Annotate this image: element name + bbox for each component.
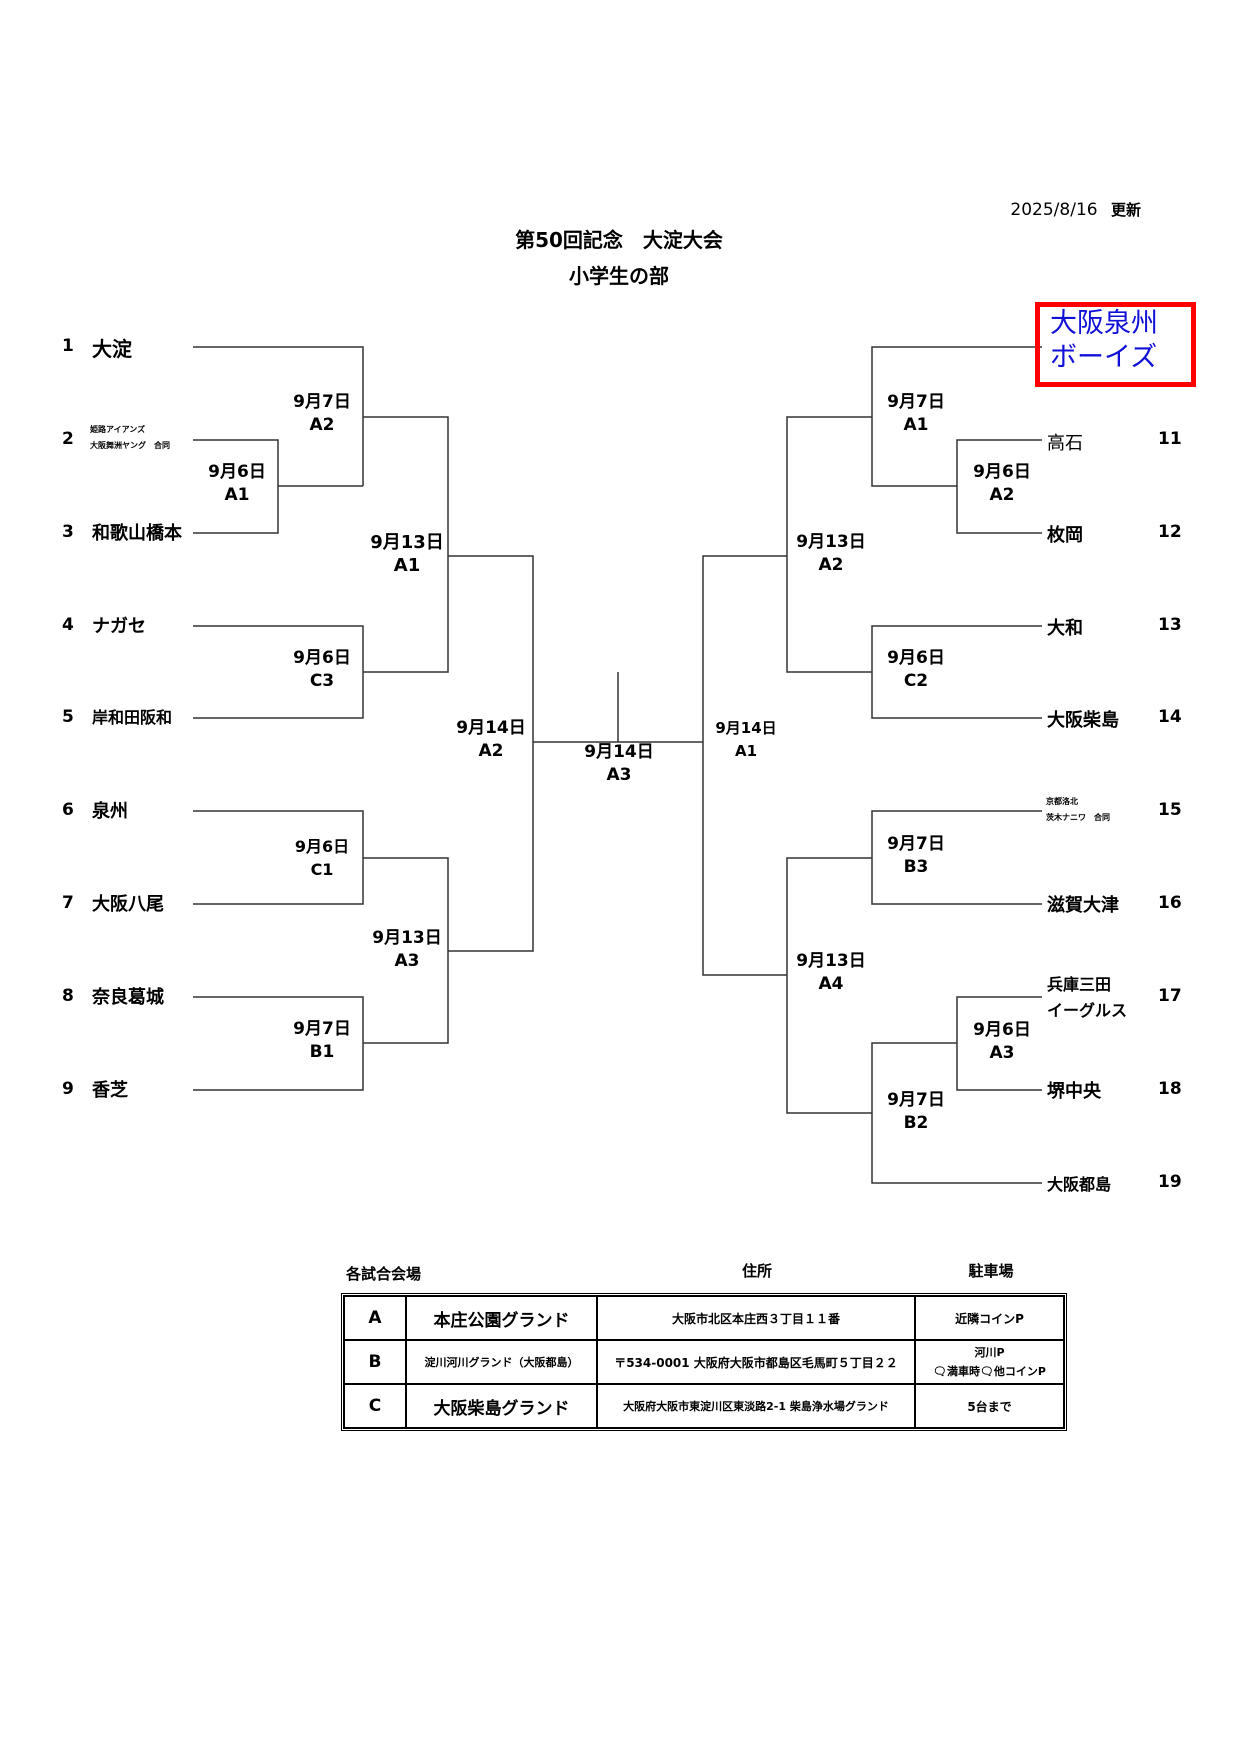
team-name: ナガセ (92, 616, 146, 637)
team-number: 18 (1158, 1079, 1182, 1099)
team-name: 滋賀大津 (1047, 895, 1119, 916)
venue-parking: 近隣コインP (915, 1296, 1064, 1340)
venue-name: 大阪柴島グランド (406, 1384, 597, 1428)
updated-label: 更新 (1110, 201, 1141, 219)
team-name-line1: 兵庫三田 (1047, 975, 1112, 994)
venue-address: 大阪府大阪市東淀川区東淡路2-1 柴島浄水場グランド (597, 1384, 915, 1428)
team-name: 枚岡 (1047, 525, 1083, 546)
team-number: 4 (62, 615, 74, 635)
team-name: 岸和田阪和 (92, 708, 173, 727)
team-name: 和歌山橋本 (92, 523, 182, 544)
team-number: 17 (1158, 986, 1182, 1006)
page-subtitle: 小学生の部 (569, 264, 669, 288)
team-name: 堺中央 (1047, 1081, 1101, 1102)
page-title: 第50回記念 大淀大会 (515, 228, 723, 252)
team-name: 高石 (1047, 433, 1083, 454)
team-name: 大和 (1047, 618, 1083, 639)
venue-code: A (344, 1296, 406, 1340)
venue-code: B (344, 1340, 406, 1384)
updated-date: 2025/8/16 更新 (1010, 199, 1141, 220)
team-name-line2: 茨木ナニワ 合同 (1046, 813, 1110, 822)
venue-address: 大阪市北区本庄西３丁目１１番 (597, 1296, 915, 1340)
team-number: 15 (1158, 800, 1182, 820)
team-number: 6 (62, 800, 74, 820)
team-name-line2: イーグルス (1047, 1001, 1128, 1020)
winner-line1: 大阪泉州 (1050, 308, 1158, 339)
team-name: 大淀 (92, 337, 132, 361)
venues-table: A 本庄公園グランド 大阪市北区本庄西３丁目１１番 近隣コインP B 淀川河川グ… (341, 1293, 1067, 1431)
team-number: 3 (62, 522, 74, 542)
table-row: A 本庄公園グランド 大阪市北区本庄西３丁目１１番 近隣コインP (344, 1296, 1064, 1340)
parking-heading: 駐車場 (968, 1262, 1014, 1280)
venue-parking: 5台まで (915, 1384, 1064, 1428)
team-number: 5 (62, 707, 74, 727)
team-number: 19 (1158, 1172, 1182, 1192)
team-number: 7 (62, 893, 74, 913)
team-name: 大阪都島 (1047, 1175, 1112, 1194)
venue-parking: 河川P🗨満車時🗨他コインP (915, 1340, 1064, 1384)
team-number: 14 (1158, 707, 1182, 727)
address-heading: 住所 (741, 1262, 773, 1280)
venue-name: 本庄公園グランド (406, 1296, 597, 1340)
team-number: 16 (1158, 893, 1182, 913)
winner-line2: ボーイズ (1050, 342, 1158, 373)
team-number: 2 (62, 429, 74, 449)
table-row: C 大阪柴島グランド 大阪府大阪市東淀川区東淡路2-1 柴島浄水場グランド 5台… (344, 1384, 1064, 1428)
team-number: 1 (62, 336, 74, 356)
venue-address: 〒534-0001 大阪府大阪市都島区毛馬町５丁目２２ (597, 1340, 915, 1384)
team-name: 香芝 (92, 1080, 128, 1101)
team-name-line2: 大阪舞洲ヤング 合同 (90, 441, 170, 450)
team-name-line1: 姫路アイアンズ (90, 425, 146, 434)
team-number: 11 (1158, 429, 1182, 449)
team-name: 泉州 (92, 801, 128, 822)
team-number: 13 (1158, 615, 1182, 635)
venues-heading: 各試合会場 (346, 1265, 422, 1283)
team-name: 大阪柴島 (1047, 710, 1119, 731)
team-name: 奈良葛城 (92, 987, 164, 1008)
updated-date-value: 2025/8/16 (1010, 200, 1098, 220)
venue-name: 淀川河川グランド（大阪都島） (406, 1340, 597, 1384)
team-number: 12 (1158, 522, 1182, 542)
team-number: 8 (62, 986, 74, 1006)
table-row: B 淀川河川グランド（大阪都島） 〒534-0001 大阪府大阪市都島区毛馬町５… (344, 1340, 1064, 1384)
team-name: 大阪八尾 (92, 894, 164, 915)
team-number: 9 (62, 1079, 74, 1099)
team-name-line1: 京都洛北 (1046, 797, 1078, 806)
seeded-winner-box: 大阪泉州 ボーイズ (1035, 302, 1196, 387)
venue-code: C (344, 1384, 406, 1428)
